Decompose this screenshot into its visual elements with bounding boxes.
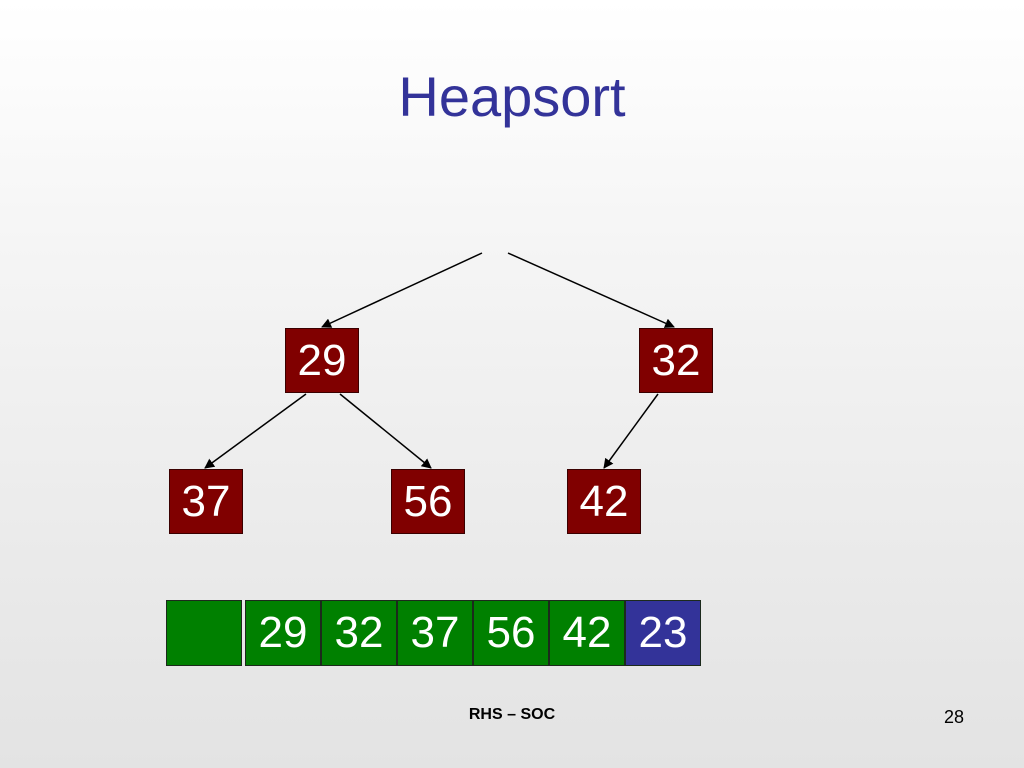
- edge-root-to-32: [507, 252, 675, 328]
- array-cell-3: 37: [397, 600, 473, 666]
- array-cell-6-sorted: 23: [625, 600, 701, 666]
- array-cell-4: 56: [473, 600, 549, 666]
- array-cell-1: 29: [245, 600, 321, 666]
- tree-node-32: 32: [639, 328, 713, 393]
- array-cell-5: 42: [549, 600, 625, 666]
- edge-29-to-56: [339, 393, 432, 469]
- tree-node-56: 56: [391, 469, 465, 534]
- edge-32-to-42: [603, 393, 659, 469]
- slide-title: Heapsort: [398, 65, 626, 128]
- slide-footer: RHS – SOC: [468, 706, 556, 723]
- edge-root-to-29: [321, 252, 483, 328]
- array-cell-0: [166, 600, 242, 666]
- tree-node-42: 42: [567, 469, 641, 534]
- heap-array: 29 32 37 56 42 23: [166, 600, 701, 666]
- tree-node-37: 37: [169, 469, 243, 534]
- edge-29-to-37: [204, 393, 307, 469]
- page-number: 28: [943, 707, 964, 727]
- tree-node-29: 29: [285, 328, 359, 393]
- array-cell-2: 32: [321, 600, 397, 666]
